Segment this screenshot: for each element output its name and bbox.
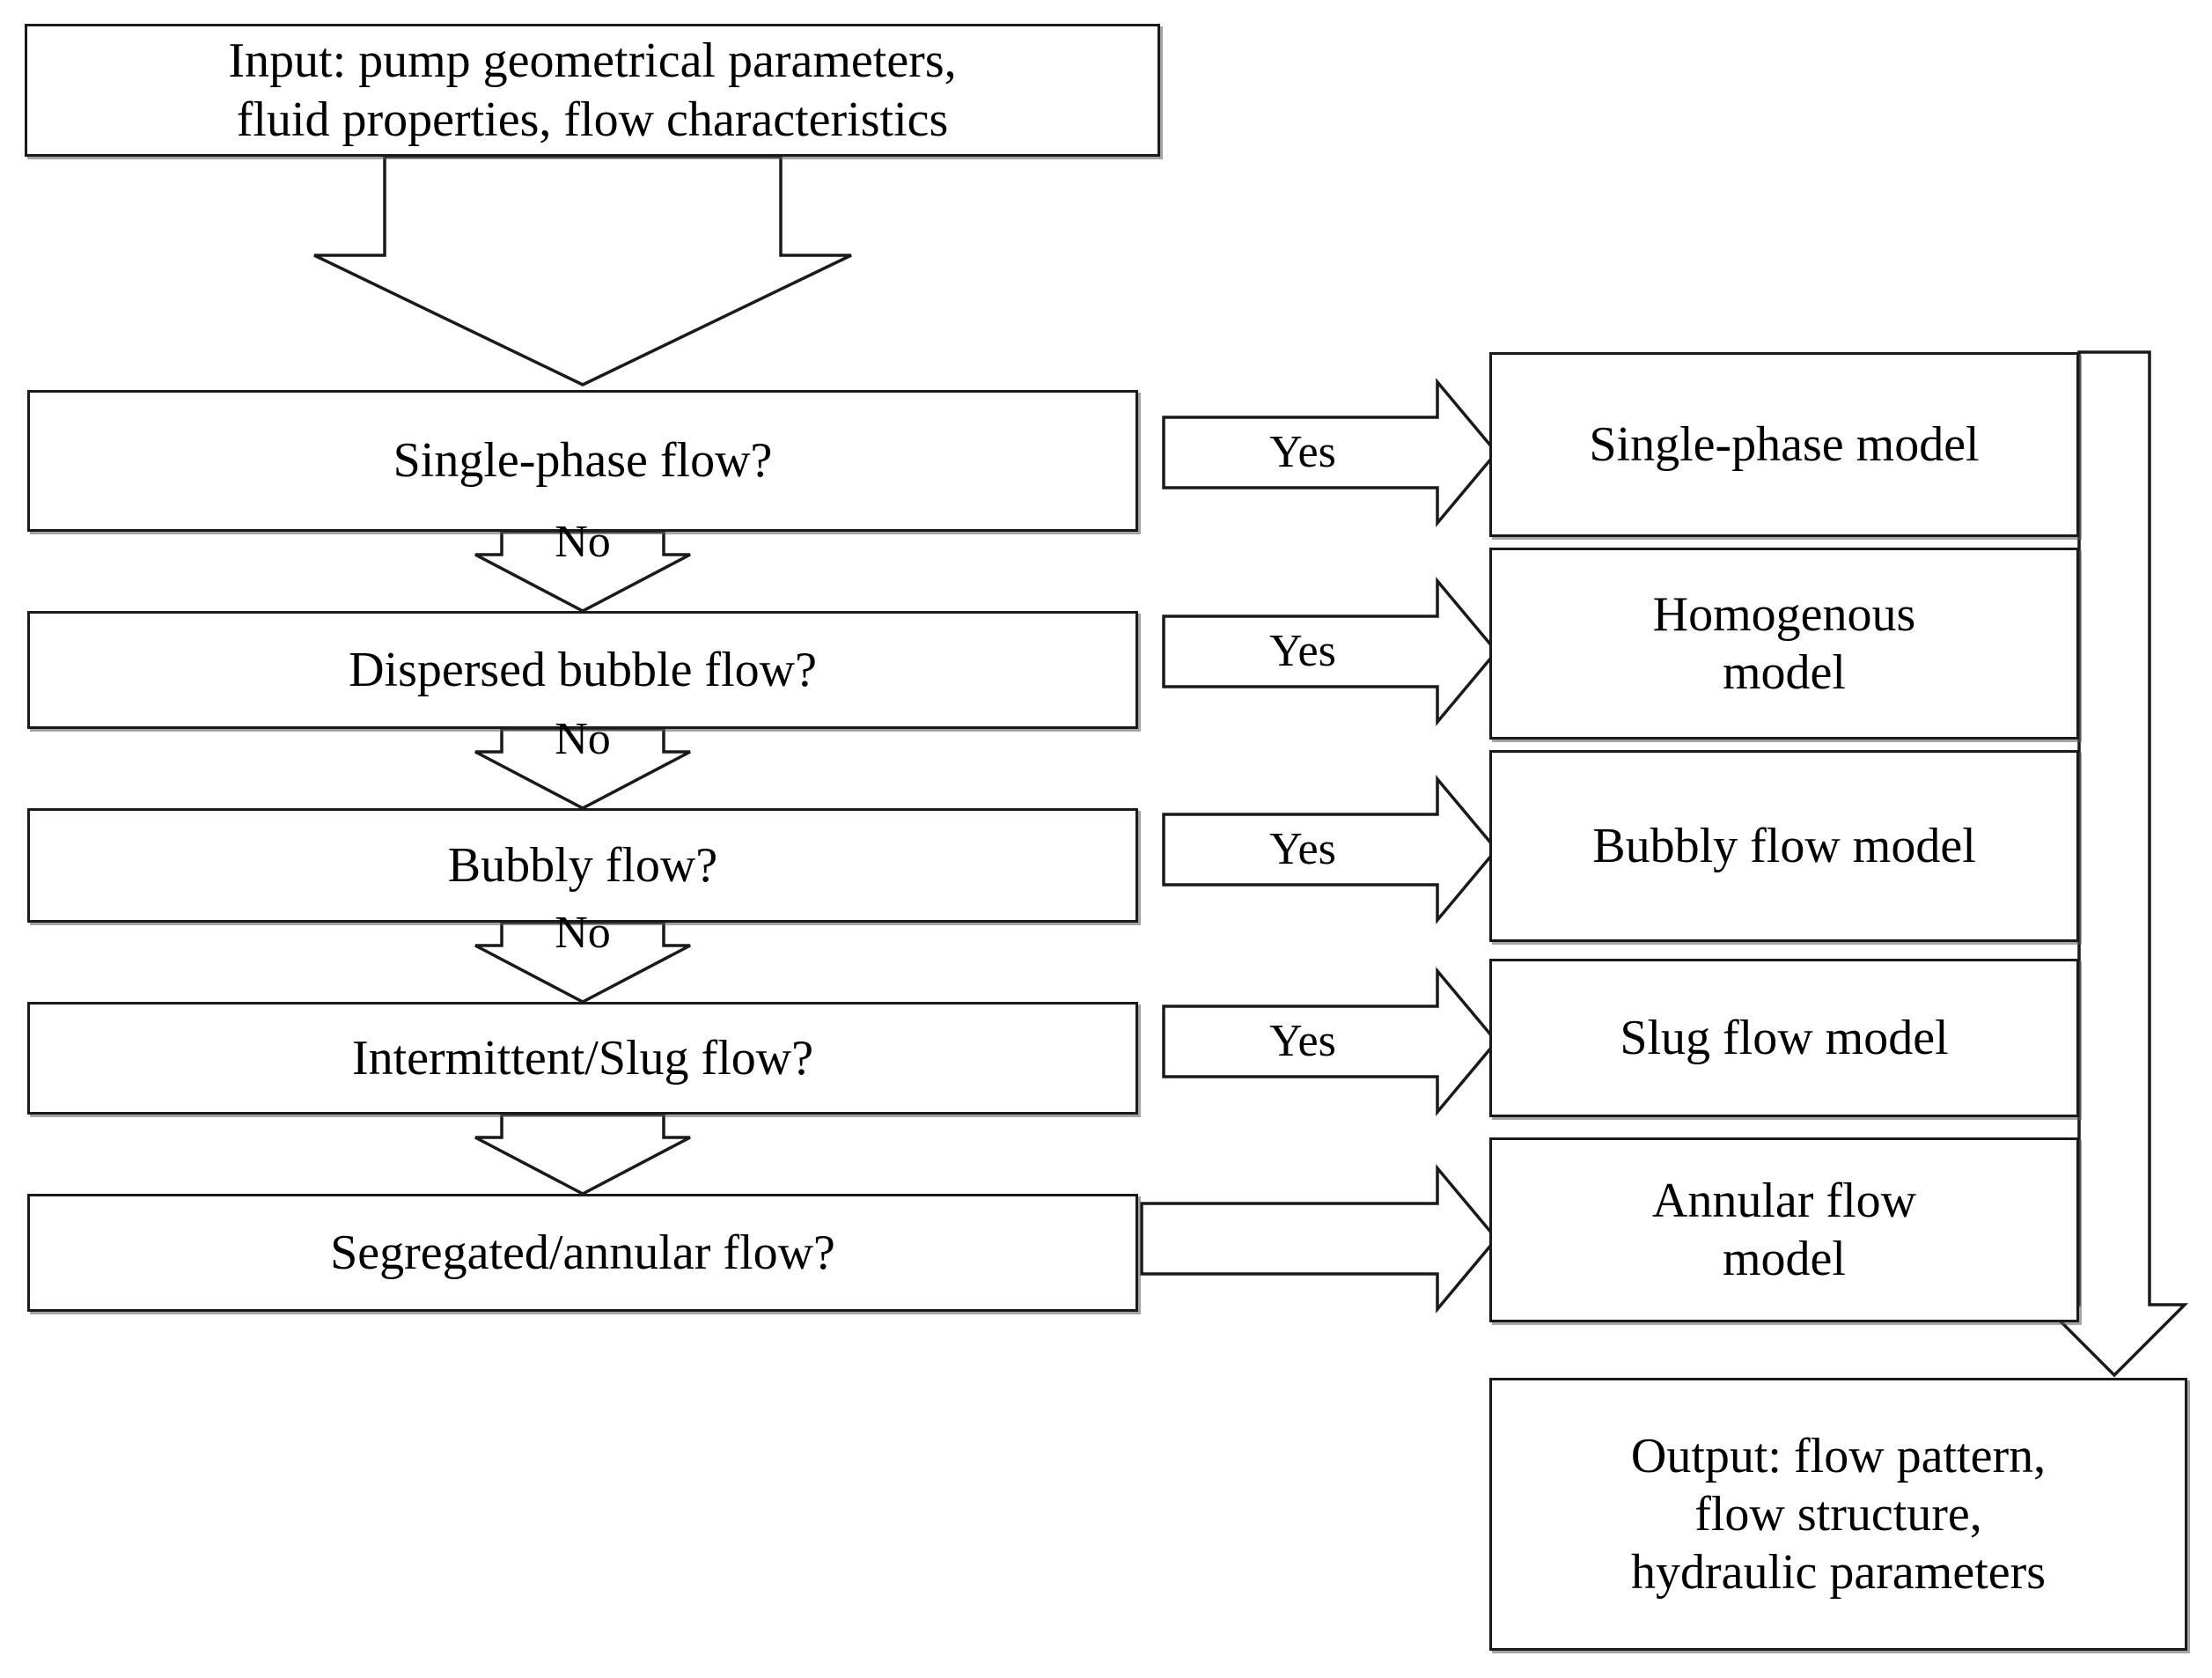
model-annular-flow[interactable]: Annular flow model (1489, 1137, 2079, 1322)
model-homogenous[interactable]: Homogenous model (1489, 548, 2079, 740)
model-single-phase-label: Single-phase model (1589, 416, 1980, 472)
input-box-label: Input: pump geometrical parameters, flui… (228, 33, 957, 147)
decision-intermittent-slug-flow-label: Intermittent/Slug flow? (351, 1030, 814, 1086)
decision-segregated-annular-flow-label: Segregated/annular flow? (330, 1225, 835, 1280)
decision-segregated-annular-flow[interactable]: Segregated/annular flow? (27, 1194, 1138, 1312)
decision-dispersed-bubble-flow[interactable]: Dispersed bubble flow? (27, 611, 1138, 729)
model-annular-flow-label: Annular flow model (1651, 1173, 1917, 1286)
model-bubbly-flow-label: Bubbly flow model (1592, 818, 1976, 873)
arrow-to-annular-model (1140, 1164, 1499, 1314)
arrow-no-4 (474, 1113, 691, 1196)
arrow-label-no-3: No (555, 908, 611, 958)
arrow-label-yes-2: Yes (1269, 626, 1336, 676)
input-box: Input: pump geometrical parameters, flui… (25, 24, 1160, 157)
decision-bubbly-flow[interactable]: Bubbly flow? (27, 808, 1138, 923)
decision-dispersed-bubble-flow-label: Dispersed bubble flow? (349, 642, 817, 697)
model-single-phase[interactable]: Single-phase model (1489, 352, 2079, 537)
model-homogenous-label: Homogenous model (1652, 586, 1916, 700)
arrow-label-yes-3: Yes (1269, 824, 1336, 874)
decision-single-phase-flow[interactable]: Single-phase flow? (27, 390, 1138, 532)
output-box: Output: flow pattern, flow structure, hy… (1489, 1378, 2187, 1651)
model-bubbly-flow[interactable]: Bubbly flow model (1489, 750, 2079, 942)
decision-single-phase-flow-label: Single-phase flow? (393, 433, 773, 489)
decision-bubbly-flow-label: Bubbly flow? (447, 837, 718, 893)
arrow-label-no-2: No (555, 714, 611, 764)
model-slug-flow-label: Slug flow model (1620, 1010, 1949, 1065)
arrow-label-yes-4: Yes (1269, 1016, 1336, 1066)
arrow-label-no-1: No (555, 517, 611, 567)
arrow-input-to-decision-1 (313, 155, 852, 386)
output-box-label: Output: flow pattern, flow structure, hy… (1630, 1428, 2047, 1601)
model-slug-flow[interactable]: Slug flow model (1489, 959, 2079, 1117)
arrow-label-yes-1: Yes (1269, 427, 1336, 477)
decision-intermittent-slug-flow[interactable]: Intermittent/Slug flow? (27, 1002, 1138, 1115)
